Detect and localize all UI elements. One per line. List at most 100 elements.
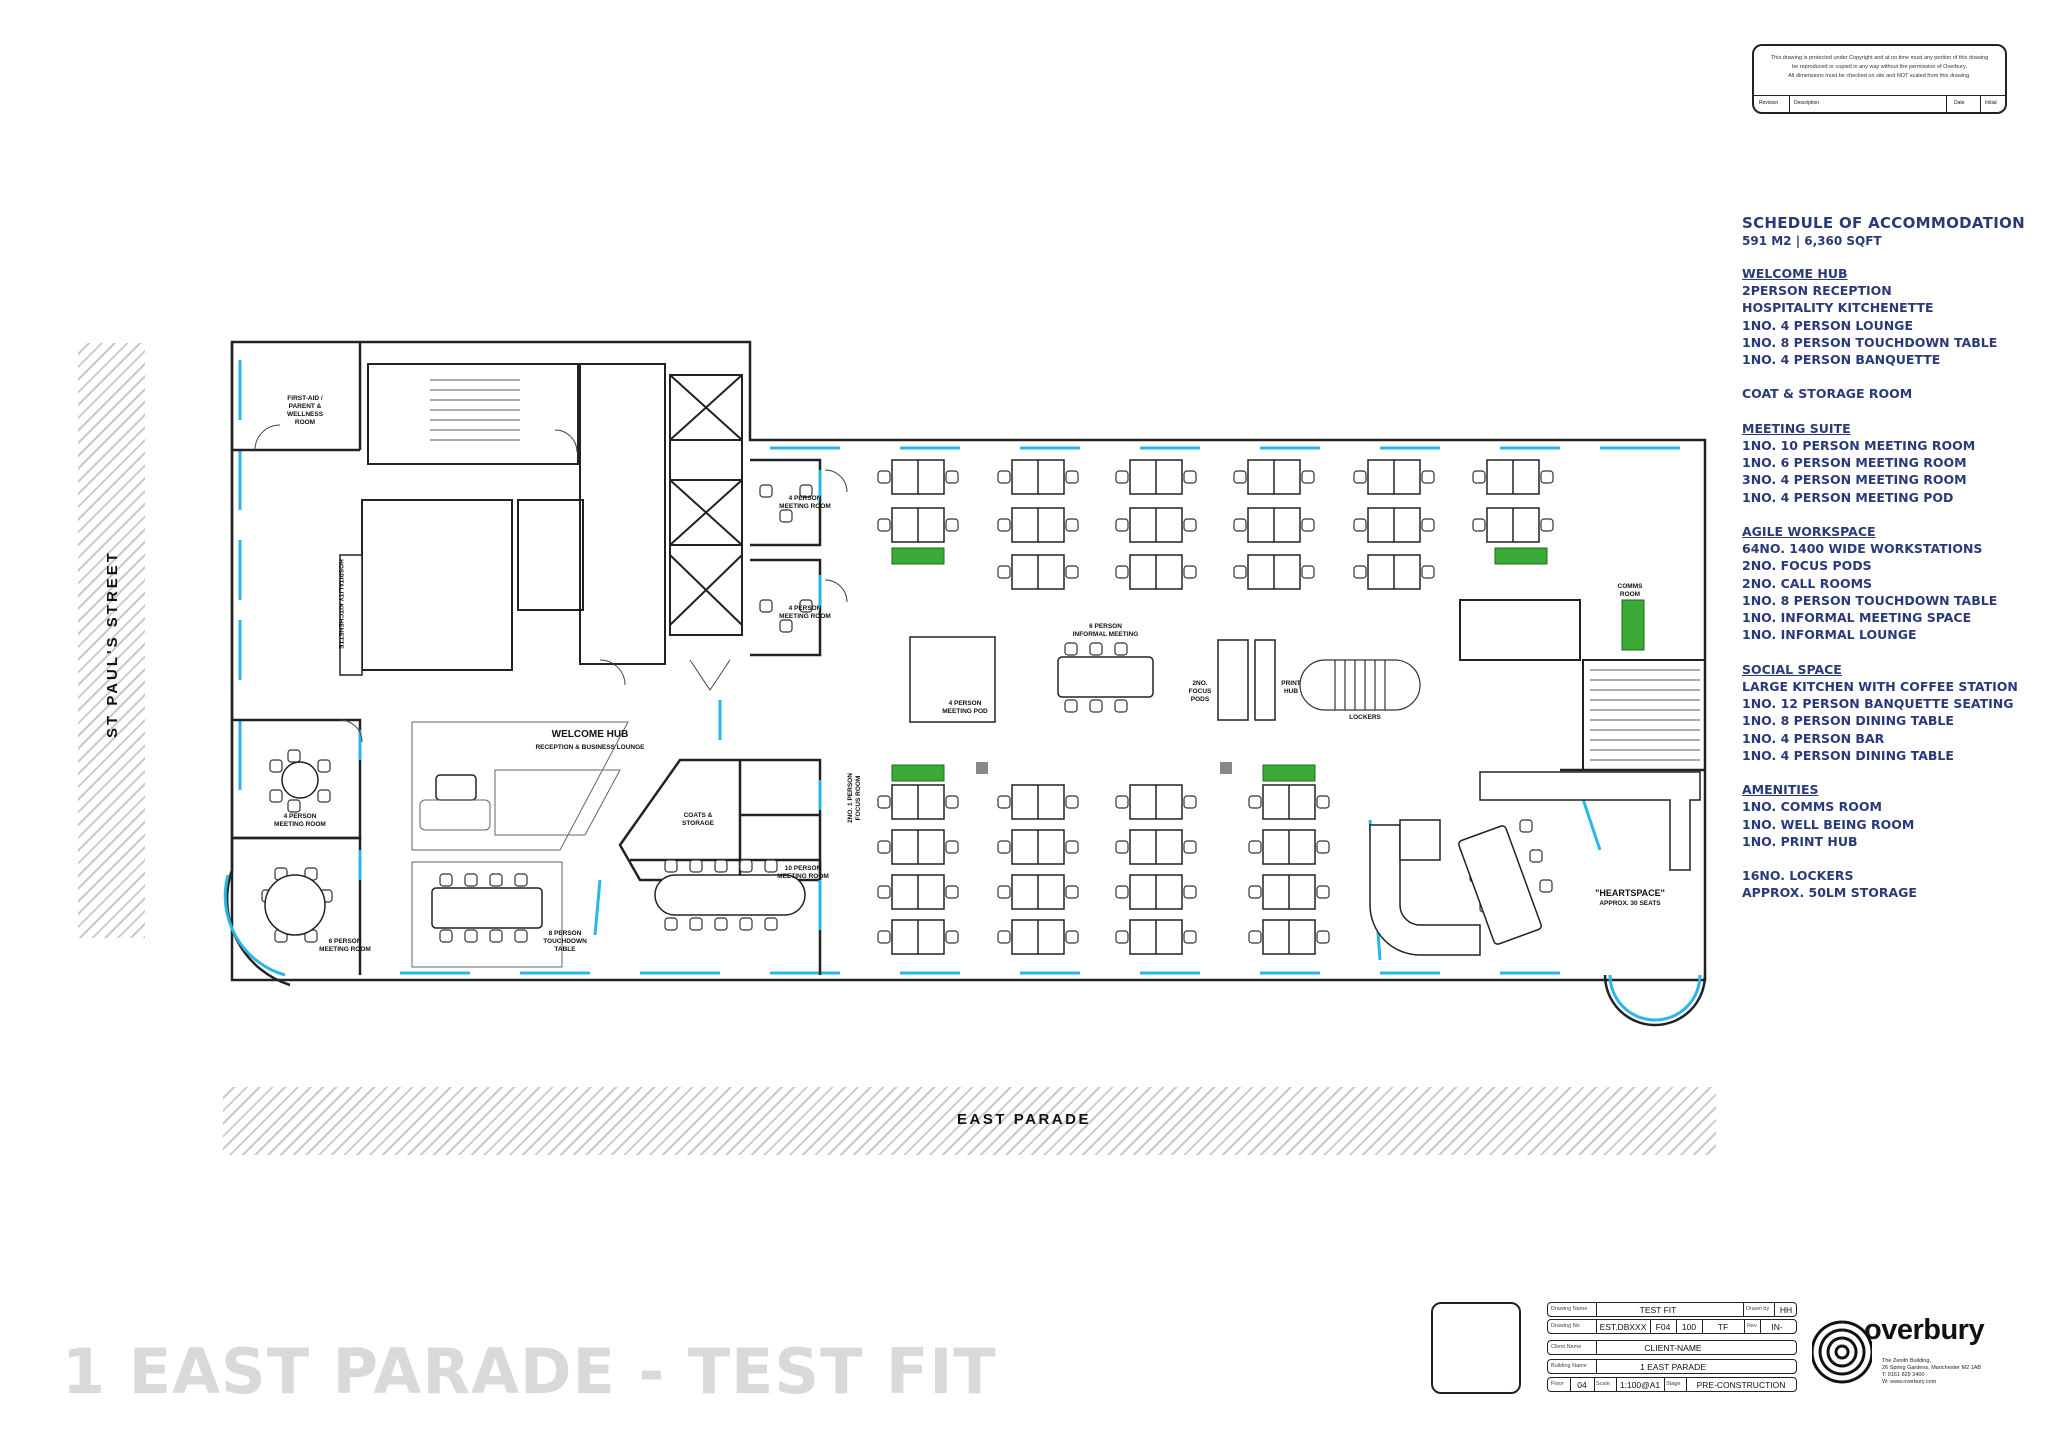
schedule-item: 1NO. 4 PERSON BANQUETTE (1742, 352, 1941, 368)
chair (1183, 518, 1197, 532)
chair (1233, 518, 1247, 532)
label-meeting-room-6: 6 PERSON MEETING ROOM (319, 938, 371, 953)
chair (1301, 565, 1315, 579)
chair (877, 930, 891, 944)
rev-header-date: Date (1954, 100, 1965, 106)
tb-scale-key: Scale (1596, 1381, 1610, 1387)
schedule-item: 2NO. CALL ROOMS (1742, 575, 1873, 591)
chair (317, 789, 331, 803)
copyright-notice: This drawing is protected under Copyrigh… (1752, 44, 2007, 114)
meeting-6-table (264, 874, 326, 936)
chair (945, 930, 959, 944)
chair (1115, 885, 1129, 899)
informal-table (1057, 656, 1154, 698)
chair (945, 470, 959, 484)
chair (1353, 470, 1367, 484)
schedule-item: 1NO. 4 PERSON LOUNGE (1742, 317, 1913, 333)
chair (664, 917, 678, 931)
chair (439, 873, 453, 887)
street-band-left (78, 343, 145, 938)
chair (439, 929, 453, 943)
chair (1183, 885, 1197, 899)
chair (1421, 565, 1435, 579)
lounge-table (435, 774, 477, 801)
chair (1114, 642, 1128, 656)
label-meeting-room-10: 10 PERSON MEETING ROOM (777, 865, 829, 880)
logo-address: The Zenith Building, 26 Spring Gardens, … (1882, 1358, 1981, 1386)
schedule-item: 1NO. INFORMAL LOUNGE (1742, 627, 1917, 643)
chair (945, 885, 959, 899)
planter (891, 547, 945, 565)
schedule-item: 1NO. 8 PERSON TOUCHDOWN TABLE (1742, 334, 1998, 350)
chair (317, 759, 331, 773)
tb-client: CLIENT-NAME (1644, 1343, 1702, 1353)
tb-row-building: Building Name 1 EAST PARADE (1547, 1359, 1797, 1374)
planters (891, 547, 1645, 782)
schedule-item: 1NO. 4 PERSON DINING TABLE (1742, 747, 1954, 763)
tb-building-key: Building Name (1551, 1363, 1587, 1369)
tb-stage-key: Stage (1666, 1381, 1681, 1387)
schedule-group-title: AGILE WORKSPACE (1742, 523, 1876, 539)
chair (1064, 699, 1078, 713)
schedule-group-title: WELCOME HUB (1742, 266, 1848, 281)
schedule-item: 1NO. 8 PERSON TOUCHDOWN TABLE (1742, 592, 1998, 608)
chair (779, 509, 793, 523)
label-coats-storage: COATS & STORAGE (681, 812, 715, 827)
tb-drawing-no: EST.DBXXX (1599, 1322, 1647, 1332)
riser (579, 363, 666, 665)
label-lockers: LOCKERS (1349, 714, 1381, 721)
street-label-east-parade: EAST PARADE (957, 1111, 1091, 1128)
chair (1316, 795, 1330, 809)
kitchen-counter (1479, 771, 1701, 871)
drawing-title: 1 EAST PARADE - TEST FIT (62, 1335, 997, 1408)
shell-icon (1812, 1320, 1872, 1384)
chair (1065, 840, 1079, 854)
schedule-item: HOSPITALITY KITCHENETTE (1742, 300, 1934, 316)
chair (799, 599, 813, 613)
chair (1421, 518, 1435, 532)
schedule-item: 1NO. 4 PERSON BAR (1742, 730, 1885, 746)
chair (1353, 565, 1367, 579)
label-meeting-pod: 4 PERSON MEETING POD (942, 700, 988, 715)
meeting-10-table (654, 874, 806, 916)
chair (1540, 470, 1554, 484)
copyright-line-2: be reproduced or copied in any way witho… (1792, 64, 1967, 70)
chair (997, 565, 1011, 579)
kitchenette-counter (339, 554, 363, 676)
schedule-item: 16NO. LOCKERS (1742, 868, 1854, 884)
chair (997, 518, 1011, 532)
chair (514, 929, 528, 943)
chair (664, 859, 678, 873)
chair (799, 484, 813, 498)
addr-line-2: 26 Spring Gardens, Manchester M2 1AB (1882, 1365, 1982, 1371)
tb-drawing-name: TEST FIT (1639, 1305, 1677, 1315)
schedule-title: SCHEDULE OF ACCOMMODATION (1742, 214, 2025, 232)
chair (1421, 470, 1435, 484)
label-first-aid-room: FIRST-AID / PARENT & WELLNESS ROOM (286, 395, 324, 426)
schedule-item: 1NO. PRINT HUB (1742, 833, 1858, 849)
chair (1472, 470, 1486, 484)
columns (976, 762, 1232, 774)
street-band-bottom (223, 1087, 1716, 1155)
schedule-of-accommodation: SCHEDULE OF ACCOMMODATION 591 M2 | 6,360… (1742, 214, 2032, 902)
meeting-4b-walls (750, 458, 822, 547)
chair (689, 859, 703, 873)
chair (714, 859, 728, 873)
lift-core (669, 374, 743, 636)
tb-drawing-no-key: Drawing No (1551, 1323, 1580, 1329)
tb-drawn-by-key: Drawn by (1746, 1306, 1770, 1312)
chair (1519, 819, 1533, 833)
schedule-item: APPROX. 50LM STORAGE (1742, 885, 1917, 901)
label-focus-pods: 2NO. FOCUS PODS (1188, 680, 1212, 703)
workstation-clusters (891, 459, 1540, 955)
chair (1183, 470, 1197, 484)
chair (489, 873, 503, 887)
stair-treads (430, 379, 1700, 761)
label-heartspace: "HEARTSPACE" (1595, 888, 1665, 898)
lockers (1299, 659, 1421, 711)
chair (1065, 565, 1079, 579)
touchdown-table (431, 887, 543, 929)
chair (877, 470, 891, 484)
chair (1089, 642, 1103, 656)
